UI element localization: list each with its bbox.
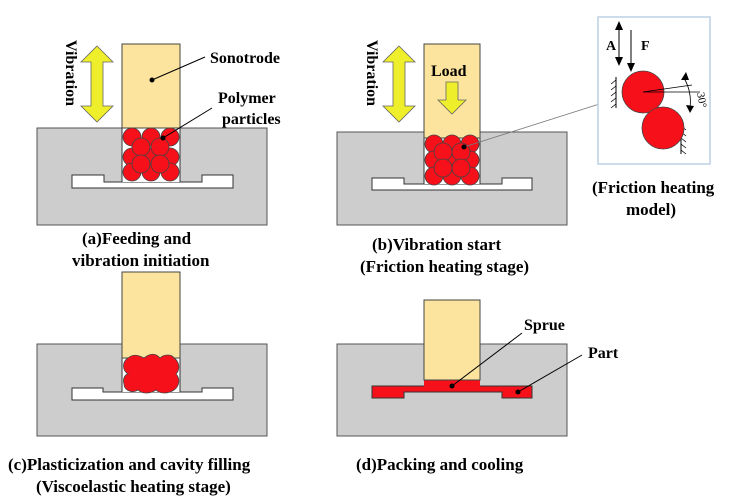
caption-c-line1: (c)Plasticization and cavity filling <box>8 455 251 474</box>
caption-b-line1: (b)Vibration start <box>372 235 502 254</box>
panel-d: Sprue Part (d)Packing and cooling <box>336 299 619 474</box>
caption-b-line2: (Friction heating stage) <box>360 257 529 276</box>
part-label: Part <box>588 345 619 362</box>
load-label: Load <box>431 63 467 80</box>
vibration-label: Vibration <box>363 40 380 106</box>
mold-cavity <box>71 174 234 189</box>
sonotrode <box>423 299 481 381</box>
mold-cavity <box>71 387 234 401</box>
caption-a-line2: vibration initiation <box>72 251 210 270</box>
friction-model-inset: A F 30° (Friction heating model) <box>592 16 715 219</box>
polymer-label-line1: Polymer <box>218 90 276 107</box>
angle-label: 30° <box>694 91 708 108</box>
panel-a: Vibration Sonotrode Polymer particles (a… <box>36 40 281 270</box>
particle-bottom <box>641 106 685 150</box>
panel-c: (c)Plasticization and cavity filling (Vi… <box>8 271 268 496</box>
sonotrode-label: Sonotrode <box>210 50 280 67</box>
vibration-arrow <box>80 45 114 123</box>
vibration-label: Vibration <box>62 40 79 106</box>
vibration-arrow <box>382 45 416 123</box>
sprue-label: Sprue <box>524 317 565 334</box>
load-arrow <box>437 81 467 115</box>
polymer-particles <box>424 134 480 186</box>
molded-part <box>371 385 533 399</box>
model-caption-line1: (Friction heating <box>592 178 715 197</box>
model-label-a: A <box>606 39 617 54</box>
sonotrode <box>423 43 481 139</box>
polymer-particles <box>122 127 180 182</box>
caption-c-line2: (Viscoelastic heating stage) <box>36 477 231 496</box>
model-caption-line2: model) <box>626 200 676 219</box>
polymer-label-line2: particles <box>222 111 281 128</box>
caption-a-line1: (a)Feeding and <box>82 229 192 248</box>
model-label-f: F <box>641 39 650 54</box>
sonotrode <box>121 43 181 129</box>
panel-b: Vibration Load (b)Vibration start (Frict… <box>336 40 613 276</box>
plasticized-polymer <box>123 353 180 394</box>
sonotrode <box>121 271 181 359</box>
caption-d-line1: (d)Packing and cooling <box>356 455 524 474</box>
